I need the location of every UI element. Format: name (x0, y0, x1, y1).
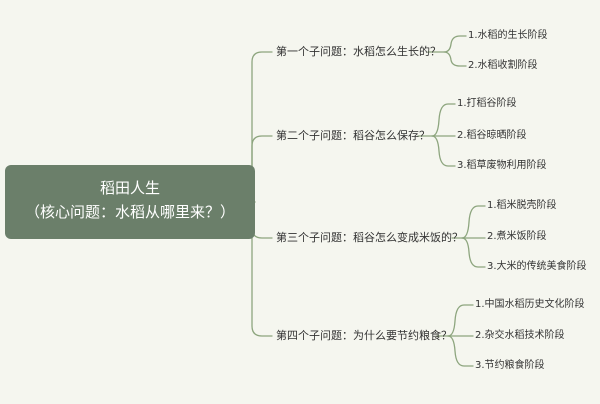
connector-b1-leaf-1 (427, 35, 467, 53)
leaf-node-2-3[interactable]: 3.稻草废物利用阶段 (457, 160, 547, 171)
connector-b3-leaf-1 (451, 205, 486, 239)
connector-root-branch-2 (251, 135, 273, 189)
connector-b3-leaf-3 (461, 237, 486, 268)
root-node[interactable]: 稻田人生 （核心问题：水稻从哪里来？） (5, 165, 255, 239)
root-title: 稻田人生 (99, 179, 160, 197)
connector-b1-leaf-2 (443, 51, 467, 67)
branch-node-1[interactable]: 第一个子问题：水稻怎么生长的？ (276, 45, 441, 58)
leaf-node-2-1[interactable]: 1.打稻谷阶段 (457, 98, 517, 109)
leaf-node-3-2[interactable]: 2.煮米饭阶段 (487, 231, 547, 242)
connector-root-branch-4 (251, 227, 273, 337)
connector-b2-leaf-3 (431, 135, 456, 167)
leaf-node-1-2[interactable]: 2.水稻收割阶段 (468, 60, 538, 71)
leaf-node-4-1[interactable]: 1.中国水稻历史文化阶段 (475, 299, 585, 310)
connector-root-branch-3 (251, 201, 273, 239)
leaf-node-1-1[interactable]: 1.水稻的生长阶段 (468, 30, 548, 41)
leaf-node-4-2[interactable]: 2.杂交水稻技术阶段 (475, 330, 565, 341)
branch-node-3[interactable]: 第三个子问题：稻谷怎么变成米饭的？ (276, 231, 463, 244)
leaf-node-3-3[interactable]: 3.大米的传统美食阶段 (487, 261, 587, 272)
leaf-node-4-3[interactable]: 3.节约粮食阶段 (475, 360, 545, 371)
connector-b4-leaf-3 (447, 335, 474, 367)
leaf-node-3-1[interactable]: 1.稻米脱壳阶段 (487, 200, 557, 211)
connector-b2-leaf-1 (417, 103, 456, 137)
branch-node-4[interactable]: 第四个子问题：为什么要节约粮食？ (276, 329, 452, 342)
branch-node-2[interactable]: 第二个子问题：稻谷怎么保存？ (276, 129, 430, 142)
leaf-node-2-2[interactable]: 2.稻谷晾晒阶段 (457, 130, 527, 141)
root-subtitle: （核心问题：水稻从哪里来？） (24, 203, 235, 221)
connector-b4-leaf-1 (436, 304, 474, 337)
